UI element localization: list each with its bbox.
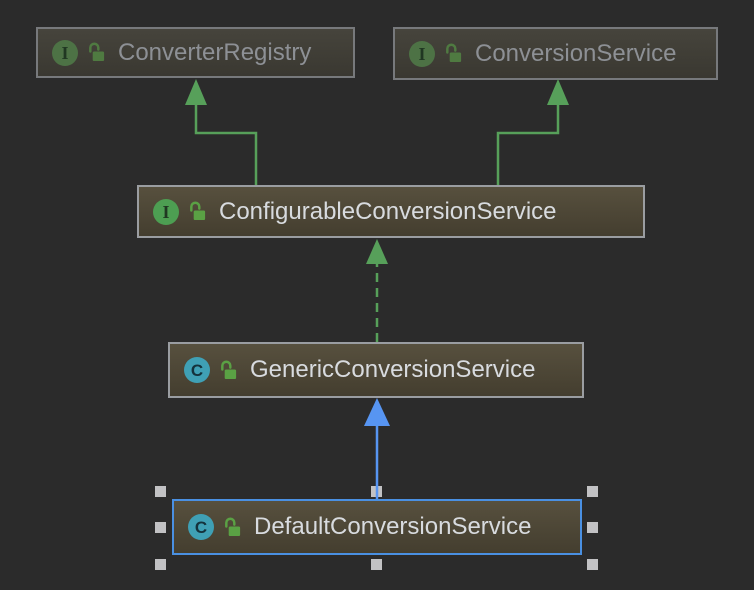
interface-icon: I: [153, 198, 179, 225]
selection-handle-bottom-right[interactable]: [587, 559, 598, 570]
interface-icon: I: [52, 39, 78, 66]
selection-handle-top-right[interactable]: [587, 486, 598, 497]
node-label: ConverterRegistry: [118, 38, 312, 66]
node-label: GenericConversionService: [250, 356, 536, 383]
edge-implements-configurable-conversion-service[interactable]: [366, 239, 388, 342]
arrowhead-triangle-icon: [364, 398, 390, 426]
node-label: ConfigurableConversionService: [219, 197, 557, 225]
interface-icon: I: [409, 40, 435, 67]
node-default-conversion-service[interactable]: C DefaultConversionService: [172, 499, 582, 555]
selection-handle-bottom-left[interactable]: [155, 559, 166, 570]
arrowhead-triangle-icon: [547, 79, 569, 105]
edge-extends-conversion-service[interactable]: [496, 79, 569, 185]
public-lock-icon: [446, 43, 462, 63]
public-lock-icon: [190, 201, 206, 221]
svg-text:I: I: [162, 202, 169, 222]
node-configurable-conversion-service[interactable]: I ConfigurableConversionService: [137, 185, 645, 238]
node-generic-conversion-service[interactable]: C GenericConversionService: [168, 342, 584, 398]
arrowhead-triangle-icon: [185, 79, 207, 105]
public-lock-icon: [225, 517, 241, 536]
node-converter-registry[interactable]: I ConverterRegistry: [36, 27, 355, 78]
public-lock-icon: [221, 360, 237, 379]
node-conversion-service[interactable]: I ConversionService: [393, 27, 718, 80]
edge-extends-converter-registry[interactable]: [185, 79, 258, 185]
arrowhead-triangle-icon: [366, 239, 388, 264]
selection-handle-bottom-center[interactable]: [371, 559, 382, 570]
class-icon: C: [184, 357, 210, 383]
svg-text:C: C: [195, 518, 207, 537]
selection-handle-mid-right[interactable]: [587, 522, 598, 533]
edge-extends-generic-conversion-service[interactable]: [364, 398, 390, 499]
svg-text:I: I: [418, 44, 425, 64]
node-label: ConversionService: [475, 39, 677, 67]
public-lock-icon: [89, 42, 105, 62]
svg-text:C: C: [191, 361, 203, 380]
svg-text:I: I: [61, 43, 68, 63]
class-icon: C: [188, 514, 214, 540]
selection-handle-top-left[interactable]: [155, 486, 166, 497]
node-label: DefaultConversionService: [254, 513, 532, 540]
selection-handle-top-center[interactable]: [371, 486, 382, 497]
selection-handle-mid-left[interactable]: [155, 522, 166, 533]
